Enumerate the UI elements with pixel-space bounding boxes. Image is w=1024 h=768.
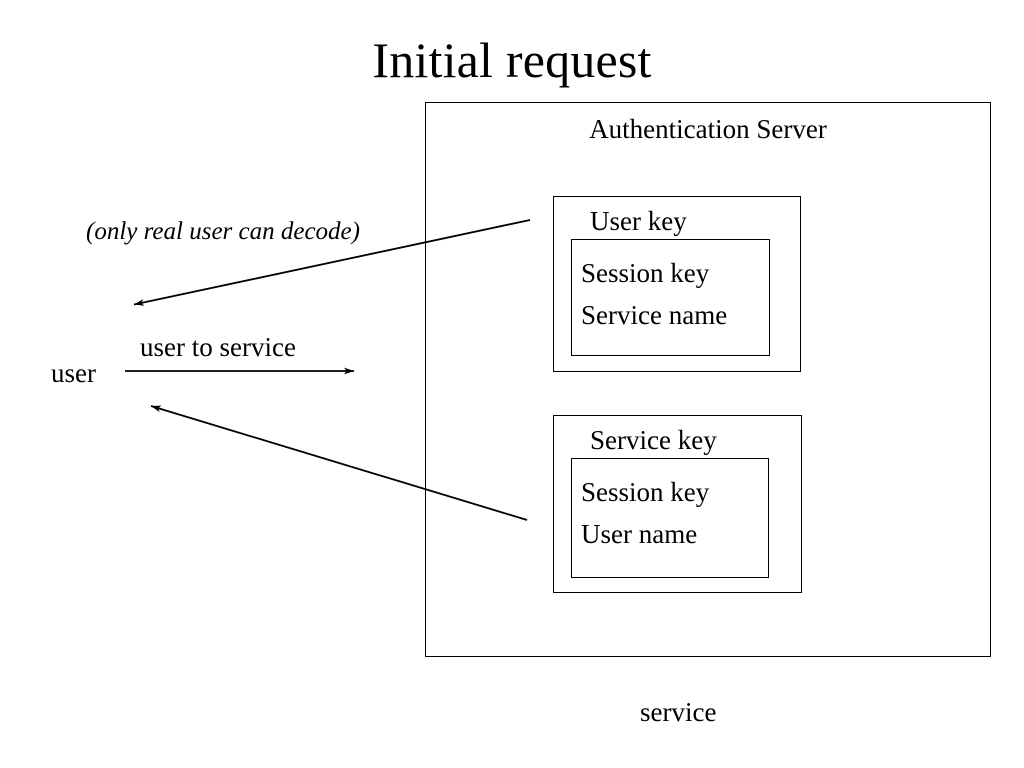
service-key-label: Service key bbox=[590, 425, 717, 455]
service-key-box bbox=[553, 415, 802, 593]
user-actor-label: user bbox=[51, 358, 96, 388]
service-key-payload-line: User name bbox=[581, 519, 698, 549]
authentication-server-label: Authentication Server bbox=[589, 114, 827, 144]
service-actor-label: service bbox=[640, 697, 717, 727]
user-key-label: User key bbox=[590, 206, 687, 236]
service-key-payload-box bbox=[571, 458, 769, 578]
user-key-payload-box bbox=[571, 239, 770, 356]
page-title: Initial request bbox=[372, 32, 652, 88]
service-key-payload-line: Session key bbox=[581, 477, 710, 507]
user-key-payload-lines: Session key Service name bbox=[581, 252, 727, 336]
user-key-box bbox=[553, 196, 801, 372]
user-key-payload-line: Service name bbox=[581, 300, 728, 330]
only-real-user-can-decode-note: (only real user can decode) bbox=[86, 218, 360, 245]
service-key-payload-lines: Session key User name bbox=[581, 471, 709, 555]
authentication-server-box bbox=[425, 102, 991, 657]
user-to-service-label: user to service bbox=[140, 332, 296, 362]
user-key-payload-line: Session key bbox=[581, 258, 710, 288]
